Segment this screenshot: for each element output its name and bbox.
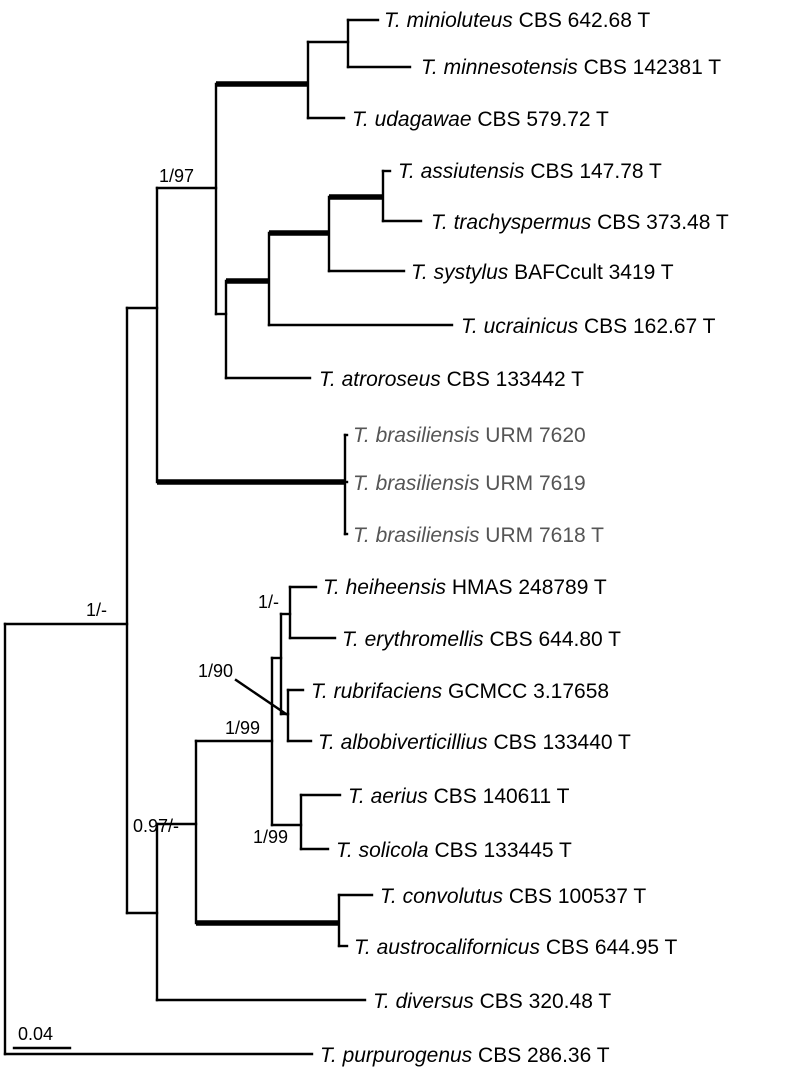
taxon-label-brasiliensis-7619: T. brasiliensis URM 7619	[353, 472, 586, 495]
taxon-label-atroroseus: T. atroroseus CBS 133442 T	[319, 368, 584, 391]
taxon-label-purpurogenus: T. purpurogenus CBS 286.36 T	[320, 1044, 610, 1067]
taxon-label-solicola: T. solicola CBS 133445 T	[336, 839, 572, 862]
taxon-label-heiheensis: T. heiheensis HMAS 248789 T	[323, 576, 607, 599]
taxon-label-erythromellis: T. erythromellis CBS 644.80 T	[342, 628, 621, 651]
taxon-label-rubrifaciens: T. rubrifaciens GCMCC 3.17658	[311, 680, 609, 703]
taxon-label-ucrainicus: T. ucrainicus CBS 162.67 T	[461, 315, 716, 338]
support-value: 1/99	[253, 827, 288, 847]
taxon-label-brasiliensis-7618: T. brasiliensis URM 7618 T	[353, 524, 604, 547]
taxon-label-aerius: T. aerius CBS 140611 T	[348, 785, 570, 808]
taxon-label-minnesotensis: T. minnesotensis CBS 142381 T	[421, 56, 721, 79]
taxon-label-austrocalifornicus: T. austrocalifornicus CBS 644.95 T	[354, 936, 678, 959]
taxon-label-systylus: T. systylus BAFCcult 3419 T	[411, 261, 674, 284]
support-value: 1/-	[258, 592, 279, 612]
scale-bar-label: 0.04	[18, 1024, 53, 1044]
support-leader-line	[234, 678, 288, 716]
support-value: 1/-	[86, 600, 107, 620]
support-value: 0.97/-	[133, 816, 179, 836]
taxon-label-diversus: T. diversus CBS 320.48 T	[373, 990, 611, 1013]
taxon-label-assiutensis: T. assiutensis CBS 147.78 T	[398, 160, 662, 183]
taxon-label-brasiliensis-7620: T. brasiliensis URM 7620	[353, 424, 586, 447]
support-value: 1/90	[198, 661, 233, 681]
taxon-label-minioluteus: T. minioluteus CBS 642.68 T	[384, 9, 650, 32]
taxon-label-albobiverticillius: T. albobiverticillius CBS 133440 T	[318, 731, 631, 754]
taxon-label-trachyspermus: T. trachyspermus CBS 373.48 T	[431, 211, 729, 234]
support-value: 1/97	[159, 166, 194, 186]
support-value: 1/99	[225, 718, 260, 738]
taxon-label-convolutus: T. convolutus CBS 100537 T	[380, 885, 646, 908]
taxon-label-udagawae: T. udagawae CBS 579.72 T	[352, 108, 609, 131]
